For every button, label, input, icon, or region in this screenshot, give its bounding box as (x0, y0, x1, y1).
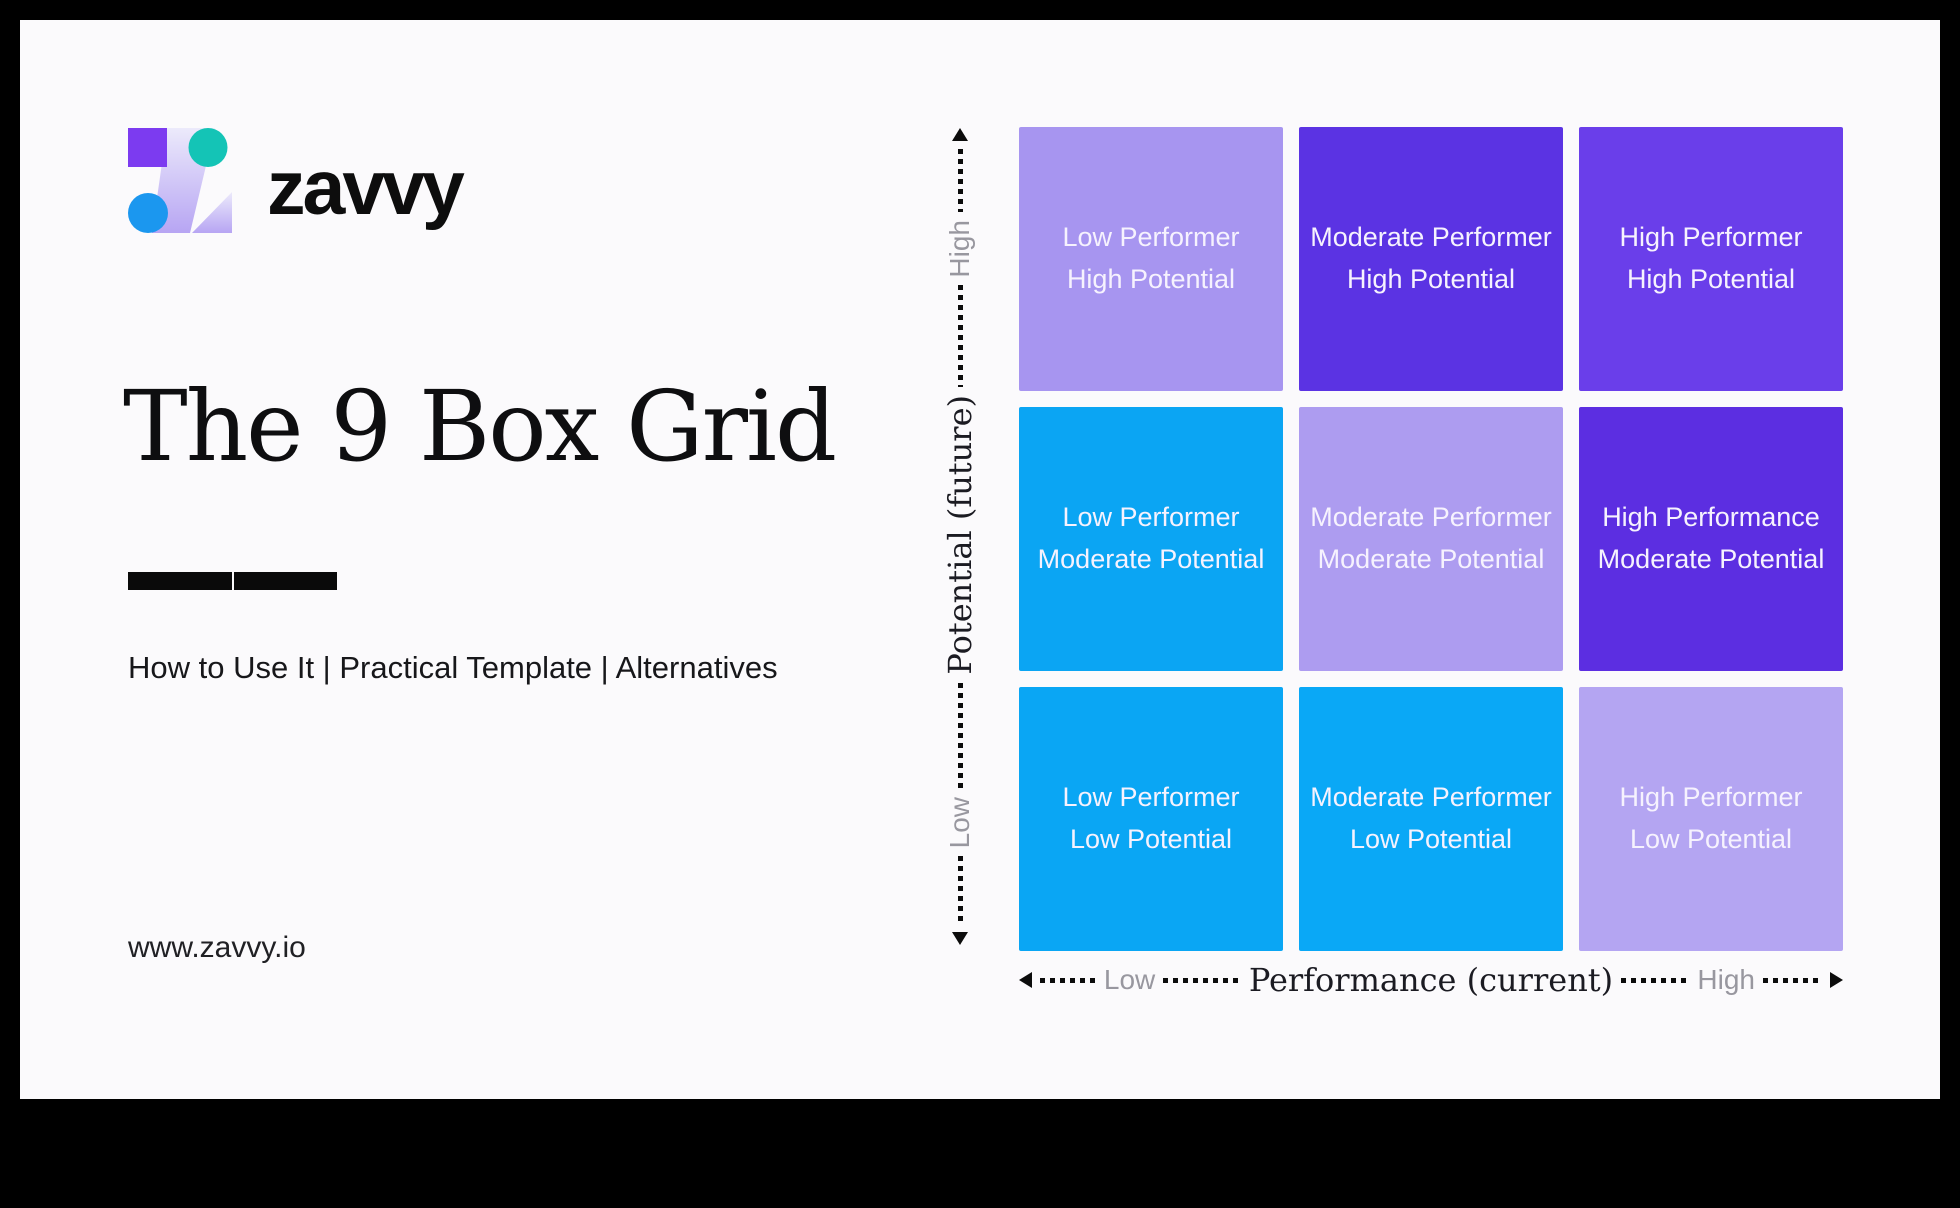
cell-label-line1: High Performance (1602, 502, 1820, 533)
divider-segment (128, 572, 232, 590)
nine-box-grid: Low Performer High Potential Moderate Pe… (1019, 127, 1843, 951)
cell-label-line1: Low Performer (1062, 782, 1240, 813)
dotted-line (1621, 977, 1690, 983)
cell-label-line2: Moderate Potential (1037, 544, 1265, 574)
cell-label-line2: Low Potential (1069, 824, 1233, 854)
cell-label-line1: Moderate Performer (1310, 502, 1552, 533)
website-url: www.zavvy.io (128, 931, 306, 964)
dotted-line (957, 149, 963, 212)
cell-label-line1: Low Performer (1062, 222, 1240, 253)
arrow-left-icon (1019, 972, 1032, 988)
dotted-line (1763, 977, 1822, 983)
zavvy-logo-icon (128, 128, 233, 233)
grid-cell-low-performer-low-potential: Low Performer Low Potential (1019, 687, 1283, 951)
dotted-line (957, 285, 963, 388)
grid-cell-low-performer-moderate-potential: Low Performer Moderate Potential (1019, 407, 1283, 671)
cell-label-line1: High Performer (1619, 222, 1803, 253)
title-divider (128, 572, 337, 590)
x-axis-high-label: High (1697, 964, 1756, 995)
cell-label-line1: Moderate Performer (1310, 222, 1552, 253)
dotted-line (957, 682, 963, 789)
arrow-right-icon (1829, 972, 1843, 988)
logo-teal-circle (188, 128, 228, 167)
subtitle: How to Use It | Practical Template | Alt… (128, 650, 778, 685)
slide-canvas: zavvy The 9 Box Grid How to Use It | Pra… (20, 20, 1940, 1099)
cell-label-line1: High Performer (1619, 782, 1803, 813)
cell-label-line2: Moderate Potential (1317, 544, 1545, 574)
cell-label-line1: Moderate Performer (1310, 782, 1552, 813)
grid-cell-moderate-performer-low-potential: Moderate Performer Low Potential (1299, 687, 1563, 951)
logo-z-triangle (192, 192, 232, 233)
arrow-up-icon (952, 128, 968, 141)
dotted-line (1163, 977, 1241, 983)
divider-segment (233, 572, 337, 590)
y-axis-low-label: Low (944, 796, 975, 848)
brand-wordmark: zavvy (267, 145, 465, 231)
y-axis: High Potential (future) Low (941, 128, 979, 945)
grid-cell-high-performance-moderate-potential: High Performance Moderate Potential (1579, 407, 1843, 671)
zavvy-logo-shapes (128, 128, 232, 233)
logo-purple-square (128, 128, 167, 167)
grid-cell-high-performer-low-potential: High Performer Low Potential (1579, 687, 1843, 951)
grid-cell-moderate-performer-high-potential: Moderate Performer High Potential (1299, 127, 1563, 391)
x-axis: Low Performance (current) High (1019, 962, 1843, 998)
dotted-line (957, 855, 963, 924)
x-axis-title: Performance (current) (1248, 961, 1614, 999)
y-axis-high-label: High (944, 219, 975, 278)
grid-cell-low-performer-high-potential: Low Performer High Potential (1019, 127, 1283, 391)
grid-cell-high-performer-high-potential: High Performer High Potential (1579, 127, 1843, 391)
cell-label-line2: Low Potential (1629, 824, 1793, 854)
grid-cell-moderate-performer-moderate-potential: Moderate Performer Moderate Potential (1299, 407, 1563, 671)
y-axis-title: Potential (future) (941, 395, 979, 675)
cell-label-line2: High Potential (1066, 264, 1236, 294)
x-axis-low-label: Low (1103, 964, 1156, 995)
logo-blue-circle (128, 193, 168, 233)
arrow-down-icon (952, 932, 968, 945)
cell-label-line2: High Potential (1626, 264, 1796, 294)
cell-label-line2: High Potential (1346, 264, 1516, 294)
cell-label-line2: Low Potential (1349, 824, 1513, 854)
cell-label-line1: Low Performer (1062, 502, 1240, 533)
cell-label-line2: Moderate Potential (1597, 544, 1825, 574)
dotted-line (1040, 977, 1096, 983)
page-title: The 9 Box Grid (123, 370, 837, 483)
